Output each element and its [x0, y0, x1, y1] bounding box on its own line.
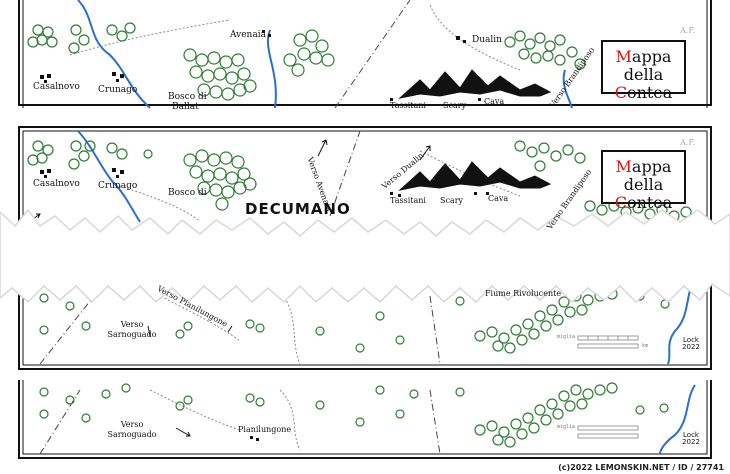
watermark-credit: (c)2022 LEMONSKIN.NET / ID / 27741 [558, 463, 724, 472]
top-strip: Casalnovo Crunago Avenaia Dualin Bosco d… [0, 0, 730, 112]
map-title-line2: della Contea [614, 175, 673, 212]
place-tassitani: Tassitani [390, 196, 426, 205]
place-tassitani-top: Tassitani [390, 101, 426, 110]
river-east-mid [667, 275, 696, 365]
mountains-mid [398, 161, 552, 191]
torn-edge [0, 208, 730, 304]
place-cava: Cava [488, 194, 509, 203]
middle-panel-map [0, 126, 730, 370]
river-center [266, 29, 277, 109]
artist-signature: Lock 2022 [682, 336, 700, 351]
road-label-sarnoguado-bottom: Verso Sarnoguado [107, 420, 157, 439]
river-label-rivolucente: Fiume Rivolucente [485, 289, 562, 298]
place-casalnovo-top: Casalnovo [33, 82, 80, 92]
forest-top-left [27, 22, 136, 54]
scale-km-label: km [642, 343, 649, 349]
map-title-line1-top: Mappa [615, 47, 672, 66]
place-pianilungone: Pianilungone [238, 425, 292, 434]
bottom-strip-map [18, 380, 712, 459]
map-title-cartouche-top: Mappa della Contea [601, 40, 686, 102]
map-title-line1: Mappa [615, 157, 672, 176]
forest-bosco [183, 48, 257, 101]
place-crunago: Crunago [98, 181, 138, 191]
river-east [562, 69, 573, 109]
forest-mid-left [27, 140, 153, 170]
artist-signature-bottom: Lock 2022 [682, 431, 700, 446]
corner-mark-top: A.F. [680, 26, 696, 35]
forest-mid-lower-right [474, 288, 618, 354]
settlements-top [40, 30, 481, 101]
place-avenaia-top: Avenaia [230, 30, 266, 40]
corner-mark-mid: A.F. [680, 138, 696, 147]
river-east-bottom [659, 384, 696, 455]
top-strip-map [18, 0, 712, 109]
bottom-strip: Verso Sarnoguado Pianilungone miglia Loc… [0, 380, 730, 460]
road-label-sarnoguado: Verso Sarnoguado [107, 320, 157, 339]
place-casalnovo: Casalnovo [33, 179, 80, 189]
place-dualin-top: Dualin [472, 35, 502, 45]
settlements-mid [40, 168, 489, 197]
place-ballat-top: Ballat [172, 102, 199, 112]
scale-miglia-label: miglia [557, 334, 576, 340]
place-crunago-top: Crunago [98, 85, 138, 95]
forest-ballategaza [183, 149, 257, 211]
scale-bar-bottom [577, 425, 639, 439]
bottom-frame [18, 380, 712, 459]
place-cava-top: Cava [484, 97, 505, 106]
forest-top-center [283, 29, 335, 77]
river-west [77, 0, 151, 109]
place-scary: Scary [440, 196, 464, 205]
title-rest-top: appa [631, 47, 672, 66]
road-arrows [29, 139, 431, 337]
forest-top-right [504, 30, 586, 70]
map-title-line2-top: della Contea [614, 65, 673, 102]
scale-bar [577, 335, 639, 349]
forest-bottom-right [474, 382, 618, 448]
mountains-top [398, 69, 552, 99]
river-west-mid [77, 130, 141, 223]
place-bosco-di: Bosco di [168, 188, 207, 198]
middle-panel: Casalnovo Crunago Bosco di Verso Avenaia… [0, 126, 730, 372]
forest-bottom-scatter [39, 383, 669, 427]
map-title-cartouche: Mappa della Contea [601, 150, 686, 212]
scale-miglia-label-bottom: miglia [557, 424, 576, 430]
top-strip-frame [18, 0, 712, 106]
decumano-label: DECUMANO [245, 200, 351, 218]
place-bosco-top: Bosco di [168, 92, 207, 102]
place-scary-top: Scary [443, 101, 467, 110]
